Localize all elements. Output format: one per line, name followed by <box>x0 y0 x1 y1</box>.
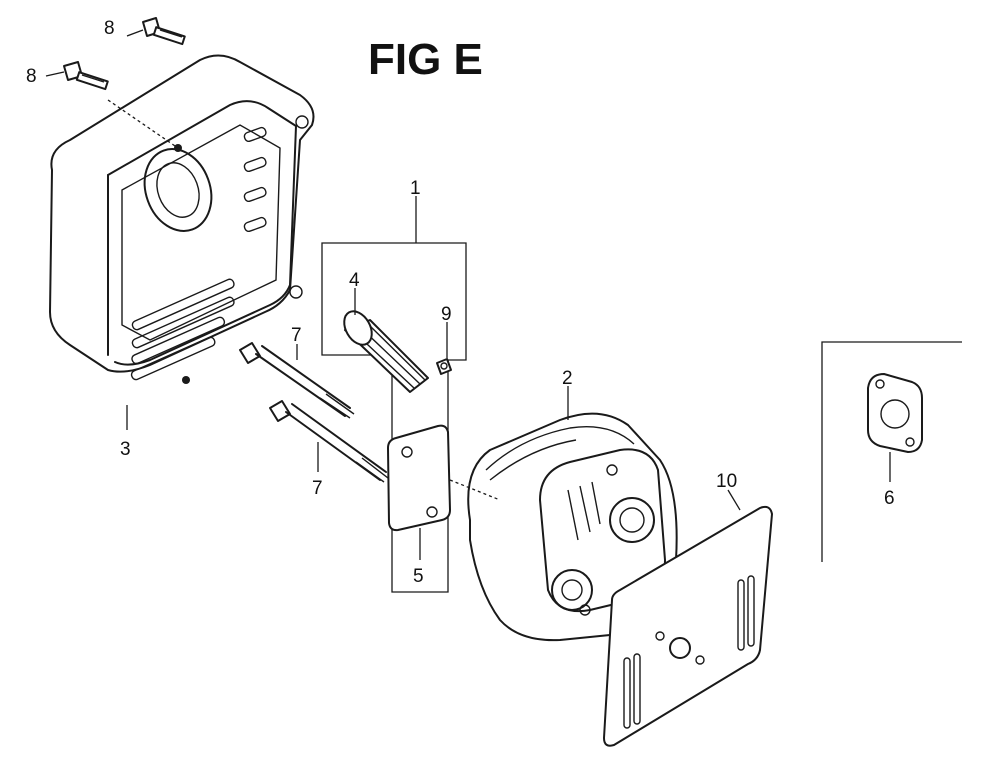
callout-8-top: 8 <box>104 18 115 39</box>
callout-10: 10 <box>716 471 737 492</box>
spark-arrester-part-4 <box>343 310 429 393</box>
callout-5: 5 <box>413 566 424 587</box>
leader-8-top <box>126 29 144 37</box>
bolt-part-8-left <box>63 61 109 91</box>
heat-shield-part-10 <box>603 505 773 747</box>
alignment-line-8 <box>107 99 179 149</box>
muffler-protector-part-3 <box>49 54 315 384</box>
screw-part-9 <box>436 358 452 375</box>
gasket-part-6 <box>867 373 923 453</box>
muffler-body-part-2 <box>467 412 678 642</box>
bolt-part-7-upper <box>239 342 355 419</box>
figure-title: FIG E <box>368 35 483 84</box>
callout-6: 6 <box>884 488 895 509</box>
bolt-part-7-lower <box>269 400 389 483</box>
callout-9: 9 <box>441 304 452 325</box>
callout-3: 3 <box>120 439 131 460</box>
leader-8-left <box>45 71 65 77</box>
gasket-plate-part-5 <box>387 424 451 532</box>
assembly-bracket-part-1 <box>321 242 467 593</box>
bolt-part-8-top <box>142 17 186 46</box>
callout-4: 4 <box>349 270 360 291</box>
alignment-line-5 <box>449 479 501 501</box>
callout-2: 2 <box>562 368 573 389</box>
callout-7-lower: 7 <box>312 478 323 499</box>
callout-8-left: 8 <box>26 66 37 87</box>
callout-7-upper: 7 <box>291 325 302 346</box>
leader-10 <box>727 489 741 511</box>
gasket-bracket-part-6 <box>821 341 962 562</box>
callout-1: 1 <box>410 178 421 199</box>
